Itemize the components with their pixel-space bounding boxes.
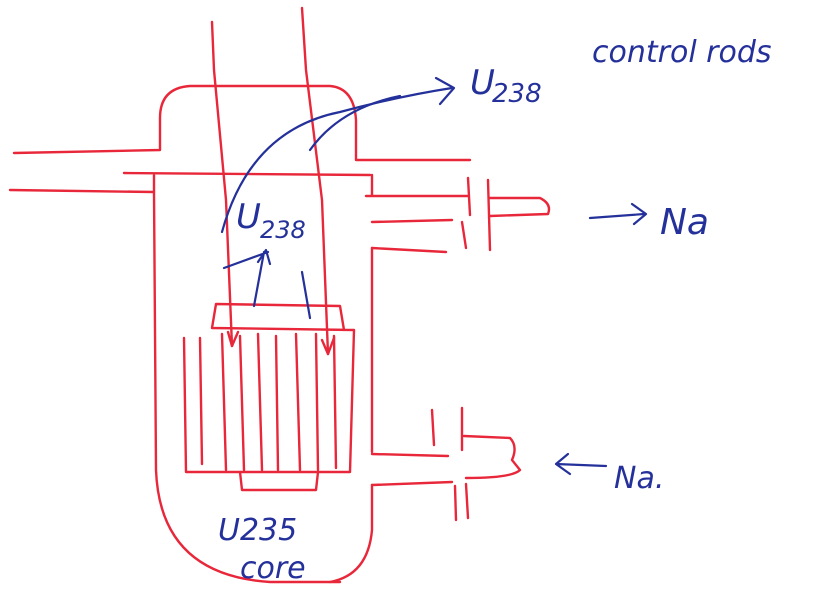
outlet-pipe — [366, 196, 468, 252]
u238-inner-label-number: 238 — [260, 216, 306, 244]
na-in-arrow — [556, 454, 606, 474]
core-block — [184, 304, 354, 472]
u238-top-label-number: 238 — [492, 79, 542, 109]
outlet-flange — [462, 178, 549, 250]
u238-inner-label-letter: U — [236, 197, 261, 237]
control-rod-left — [212, 22, 232, 346]
na-outlet-label: Na — [660, 202, 709, 243]
na-inlet-label: Na. — [614, 461, 664, 496]
inlet-pipe — [372, 454, 452, 485]
control-rods-label: control rods — [592, 35, 772, 70]
core-breeding-arrow — [224, 250, 310, 318]
core-label-line2: core — [240, 551, 306, 586]
fuel-elements — [200, 334, 336, 470]
inlet-flange — [432, 408, 520, 520]
control-rod-left-tip — [228, 332, 238, 346]
vessel-flange — [10, 173, 370, 192]
na-out-arrow — [590, 204, 646, 224]
vessel-right-wall — [330, 175, 372, 582]
control-rod-right — [302, 8, 328, 354]
core-label-line1: U235 — [218, 513, 297, 548]
core-bottom-tab — [240, 472, 318, 490]
